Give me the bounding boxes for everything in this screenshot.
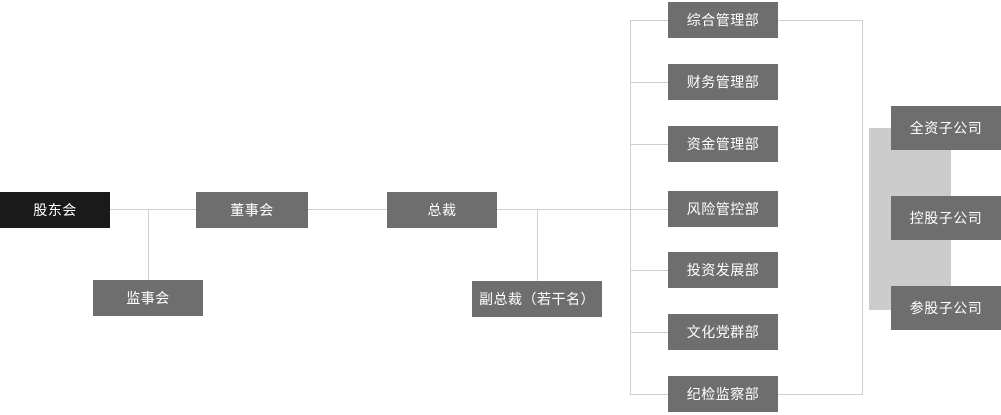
connector-dept-6 [630, 332, 668, 333]
node-dept-risk-control[interactable]: 风险管控部 [668, 191, 778, 227]
connector-dept-1 [630, 20, 668, 21]
node-sub-equity-stake[interactable]: 参股子公司 [891, 286, 1001, 330]
node-dept-culture-party[interactable]: 文化党群部 [668, 314, 778, 350]
connector-dept-5 [630, 270, 668, 271]
connector-subsidiary-bracket-bottom [778, 394, 863, 395]
node-dept-discipline[interactable]: 纪检监察部 [668, 376, 778, 412]
node-sub-wholly-owned-label: 全资子公司 [909, 119, 983, 136]
node-vice-president-label: 副总裁（若干名） [479, 290, 595, 307]
node-dept-treasury[interactable]: 资金管理部 [668, 126, 778, 162]
node-sub-controlling-label: 控股子公司 [909, 209, 983, 226]
node-dept-finance[interactable]: 财务管理部 [668, 64, 778, 100]
node-dept-discipline-label: 纪检监察部 [686, 385, 760, 402]
node-shareholders-label: 股东会 [33, 201, 77, 218]
connector-president-to-vice-president [537, 209, 538, 281]
node-sub-wholly-owned[interactable]: 全资子公司 [891, 106, 1001, 150]
node-dept-investment-label: 投资发展部 [686, 261, 760, 278]
subsidiary-bracket-spine [862, 20, 863, 394]
connector-subsidiary-bracket-top [778, 20, 863, 21]
connector-board-line-to-supervisors [148, 209, 149, 280]
node-dept-treasury-label: 资金管理部 [686, 135, 760, 152]
connector-dept-2 [630, 82, 668, 83]
node-shareholders[interactable]: 股东会 [0, 192, 110, 228]
node-dept-finance-label: 财务管理部 [686, 73, 760, 90]
connector-dept-7 [630, 394, 668, 395]
connector-president-departments [497, 209, 668, 210]
node-board-of-directors-label: 董事会 [230, 201, 274, 218]
node-dept-culture-party-label: 文化党群部 [686, 323, 760, 340]
connector-board-president [308, 209, 387, 210]
node-vice-president[interactable]: 副总裁（若干名） [472, 281, 602, 317]
connector-dept-3 [630, 144, 668, 145]
node-sub-controlling[interactable]: 控股子公司 [891, 196, 1001, 240]
node-president-label: 总裁 [427, 201, 457, 218]
node-president[interactable]: 总裁 [387, 192, 497, 228]
node-dept-investment[interactable]: 投资发展部 [668, 252, 778, 288]
node-supervisors[interactable]: 监事会 [93, 280, 203, 316]
node-dept-general-admin-label: 综合管理部 [686, 11, 760, 28]
department-spine [630, 20, 631, 394]
node-dept-general-admin[interactable]: 综合管理部 [668, 2, 778, 38]
node-supervisors-label: 监事会 [126, 289, 170, 306]
connector-shareholders-board [110, 209, 196, 210]
node-dept-risk-control-label: 风险管控部 [686, 200, 760, 217]
node-board-of-directors[interactable]: 董事会 [196, 192, 308, 228]
node-sub-equity-stake-label: 参股子公司 [909, 299, 983, 316]
connector-dept-4 [630, 209, 668, 210]
